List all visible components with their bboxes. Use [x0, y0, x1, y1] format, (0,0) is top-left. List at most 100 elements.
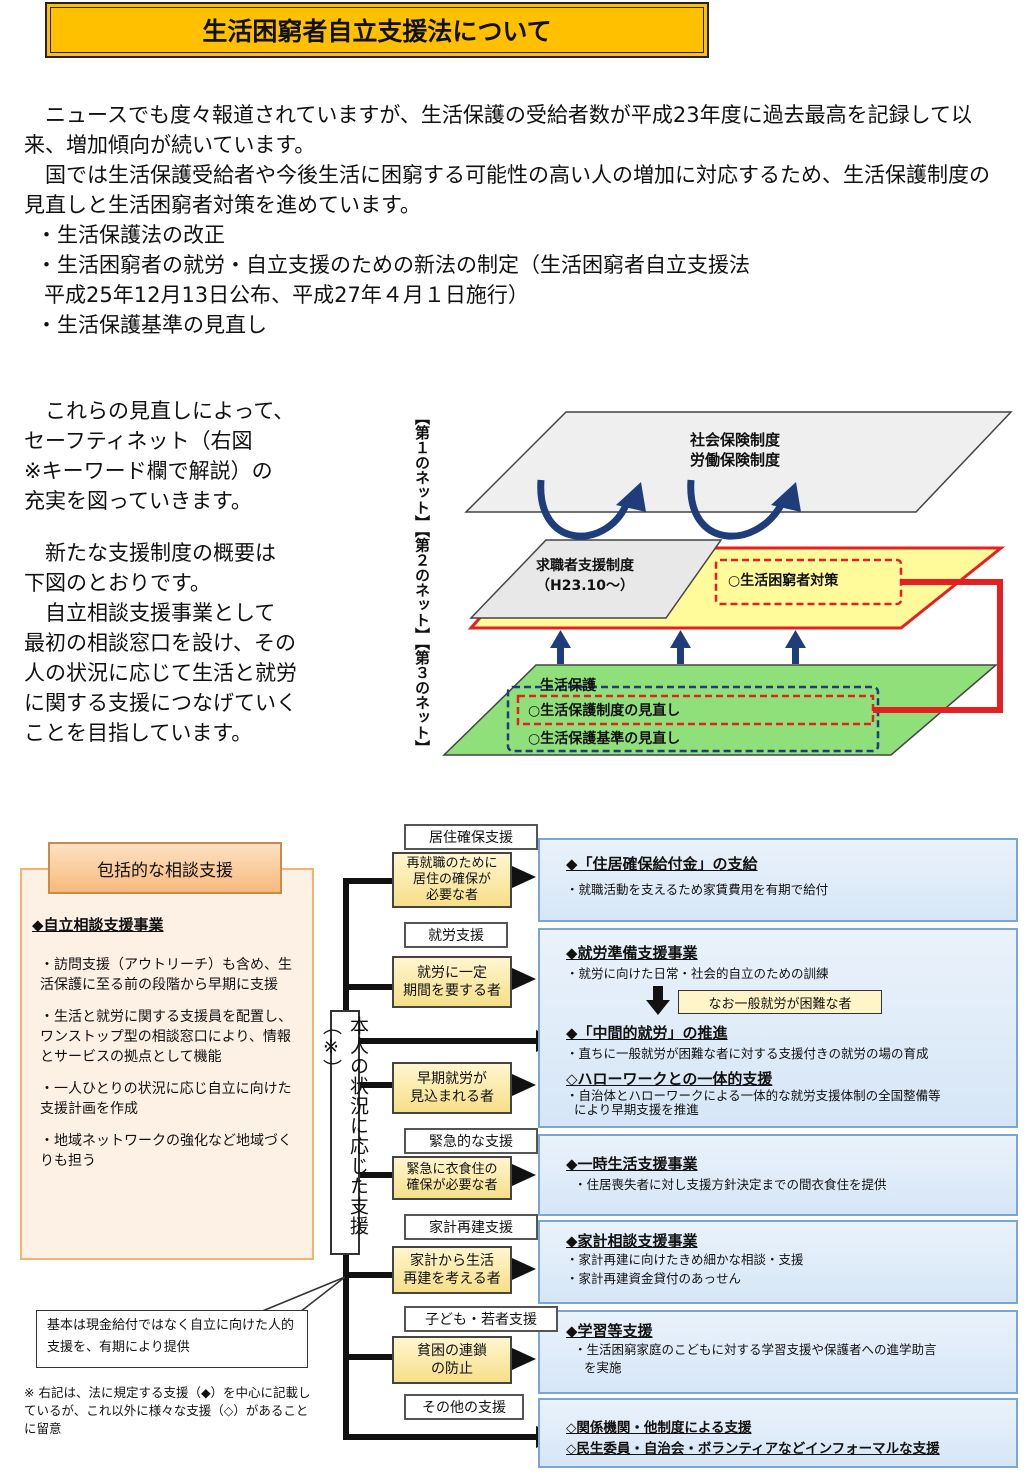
tag-emergency: 緊急的な支援 — [404, 1128, 538, 1154]
work3-head: ◇ハローワークとの一体的支援 — [566, 1070, 773, 1088]
panel-child — [538, 1310, 1018, 1394]
other-head-1: ◇関係機関・他制度による支援 — [566, 1420, 752, 1436]
curved-arrow-icon — [687, 479, 785, 540]
consult-item: ・一人ひとりの状況に応じ自立に向けた支援計画を作成 — [40, 1081, 292, 1117]
job-seeker-text: 求職者支援制度 — [536, 558, 634, 574]
up-arrow-icons — [550, 630, 806, 664]
safety-net-diagram — [442, 411, 1013, 756]
branch — [343, 1354, 393, 1360]
side-text: これらの見直しによって、 セーフティネット（右図 ※キーワード欄で解説）の 充実… — [24, 396, 364, 748]
bullet-2a: ・生活困窮者の就労・自立支援のための新法の制定（生活困窮者自立支援法 — [36, 253, 750, 277]
net1-text: 社会保険制度 — [689, 431, 780, 449]
callout-box: 基本は現金給付ではなく自立に向けた人的支援を、有期により提供 — [36, 1310, 308, 1368]
intro-paragraph-1: ニュースでも度々報道されていますが、生活保護の受給者数が平成23年度に過去最高を… — [24, 103, 972, 157]
arrow-right-icon — [512, 866, 536, 888]
welfare-label: 生活保護 — [540, 678, 596, 694]
comprehensive-title: 包括的な相談支援 — [48, 842, 282, 894]
job-seeker-plane — [469, 539, 723, 619]
bullet-2b: 平成25年12月13日公布、平成27年４月１日施行） — [44, 283, 529, 307]
curved-arrow-icon — [537, 479, 630, 540]
welfare-blue-box — [506, 685, 880, 753]
branch — [343, 878, 393, 884]
side-line: 人の状況に応じて生活と就労 — [24, 661, 297, 685]
cond-work: 就労に一定 期間を要する者 — [392, 956, 512, 1008]
branch — [349, 1038, 539, 1044]
welfare-item-2: ○生活保護基準の見直し — [528, 731, 681, 747]
work3-text: により早期支援を推進 — [574, 1102, 699, 1117]
housing-text: ・就職活動を支えるため家賃費用を有期で給付 — [566, 882, 829, 897]
arrowhead-icon — [616, 482, 646, 512]
intro-text: ニュースでも度々報道されていますが、生活保護の受給者数が平成23年度に過去最高を… — [24, 100, 1004, 340]
comprehensive-panel — [20, 868, 314, 1260]
bullet-1: ・生活保護法の改正 — [36, 223, 225, 247]
panel-emergency — [538, 1134, 1018, 1216]
poverty-label: ○生活困窮者対策 — [728, 573, 839, 589]
work-note: なお一般就労が困難な者 — [678, 990, 882, 1014]
side-line: 新たな支援制度の概要は — [45, 541, 276, 565]
cond-child: 貧困の連鎖 の防止 — [392, 1336, 512, 1384]
arrow-right-icon — [512, 1074, 536, 1096]
consult-item: ・生活と就労に関する支援員を配置し、ワンストップ型の相談窓口により、情報とサービ… — [40, 1009, 292, 1065]
housing-head: ◆「住居確保給付金」の支給 — [566, 855, 758, 873]
bullet-3: ・生活保護基準の見直し — [36, 313, 267, 337]
child-text: ・生活困窮家庭のこどもに対する学習支援や保護者への進学助言 — [574, 1342, 937, 1357]
side-line: 下図のとおりです。 — [24, 571, 211, 595]
cond-emergency: 緊急に衣食住の 確保が必要な者 — [392, 1156, 512, 1200]
footnote: ※ 右記は、法に規定する支援（◆）を中心に記載しているが、これ以外に様々な支援（… — [24, 1385, 311, 1436]
household-text: ・家計再建資金貸付のあっせん — [566, 1271, 742, 1286]
consult-head: ◆自立相談支援事業 — [32, 916, 164, 934]
work3-text: ・自治体とハローワークによる一体的な就労支援体制の全国整備等 — [566, 1088, 941, 1103]
cond-housing: 再就職のために 居住の確保が 必要な者 — [392, 852, 512, 908]
tag-other: その他の支援 — [404, 1394, 524, 1420]
emergency-head: ◆一時生活支援事業 — [566, 1155, 698, 1173]
net1-text: 労働保険制度 — [689, 451, 780, 469]
household-text: ・家計再建に向けたきめ細かな相談・支援 — [566, 1252, 804, 1267]
emergency-text: ・住居喪失者に対し支援方針決定までの間衣食住を提供 — [574, 1177, 887, 1192]
net1-label: 社会保険制度 労働保険制度 — [650, 430, 820, 470]
side-line: ※キーワード欄で解説）の — [24, 459, 273, 483]
side-line: セーフティネット（右図 — [24, 429, 253, 453]
panel-work — [538, 928, 1018, 1128]
child-head: ◆学習等支援 — [566, 1322, 653, 1340]
vertical-label: 本人の状況に応じた支援（※） — [320, 1016, 369, 1236]
work1-head: ◆就労準備支援事業 — [566, 944, 698, 962]
welfare-item-1: ○生活保護制度の見直し — [528, 703, 681, 719]
vertical-label-box: 本人の状況に応じた支援（※） — [320, 1010, 369, 1255]
tag-household: 家計再建支援 — [404, 1214, 538, 1240]
tag-child: 子ども・若者支援 — [404, 1306, 558, 1332]
tag-work: 就労支援 — [404, 922, 508, 948]
work2-text: ・直ちに一般就労が困難な者に対する支援付きの就労の場の育成 — [566, 1046, 929, 1061]
panel-other — [538, 1398, 1018, 1468]
cond-household: 家計から生活 再建を考える者 — [392, 1246, 512, 1294]
side-line: これらの見直しによって、 — [45, 399, 295, 423]
arrow-right-icon — [512, 968, 536, 990]
household-head: ◆家計相談支援事業 — [566, 1232, 698, 1250]
arrow-right-icon — [512, 1164, 536, 1186]
job-seeker-text: （H23.10〜） — [536, 578, 634, 594]
arrow-right-icon — [512, 1348, 536, 1370]
side-line: 充実を図っていきます。 — [24, 489, 252, 513]
panel-household — [538, 1220, 1018, 1304]
net-plane-1 — [464, 411, 1013, 513]
side-line: 最初の相談窓口を設け、その — [24, 631, 296, 655]
branch — [343, 1434, 538, 1440]
down-arrow-icon — [646, 986, 670, 1015]
consult-items: ・訪問支援（アウトリーチ）も含め、生活保護に至る前の段階から早期に支援 ・生活と… — [40, 955, 302, 1171]
consult-item: ・地域ネットワークの強化など地域づくりも担う — [40, 1133, 292, 1169]
red-connector — [873, 579, 1003, 713]
arrowhead-icon — [771, 482, 801, 512]
panel-housing — [538, 838, 1018, 922]
work2-head: ◆「中間的就労」の推進 — [566, 1024, 728, 1042]
side-line: 自立相談支援事業として — [45, 601, 276, 625]
cond-early: 早期就労が 見込まれる者 — [392, 1062, 512, 1114]
side-line: ことを目指しています。 — [24, 721, 253, 745]
side-line: に関する支援につなげていく — [24, 691, 297, 715]
tag-housing: 居住確保支援 — [404, 824, 538, 850]
page-title: 生活困窮者自立支援法について — [45, 2, 709, 58]
net-side-label: 【第１のネット】【第２のネット】【第３のネット】 — [413, 410, 431, 755]
arrow-right-icon — [512, 1258, 536, 1280]
branch — [343, 984, 393, 990]
work1-text: ・就労に向けた日常・社会的自立のための訓練 — [566, 966, 829, 981]
child-text: を実施 — [584, 1360, 622, 1375]
other-head-2: ◇民生委員・自治会・ボランティアなどインフォーマルな支援 — [566, 1441, 940, 1457]
